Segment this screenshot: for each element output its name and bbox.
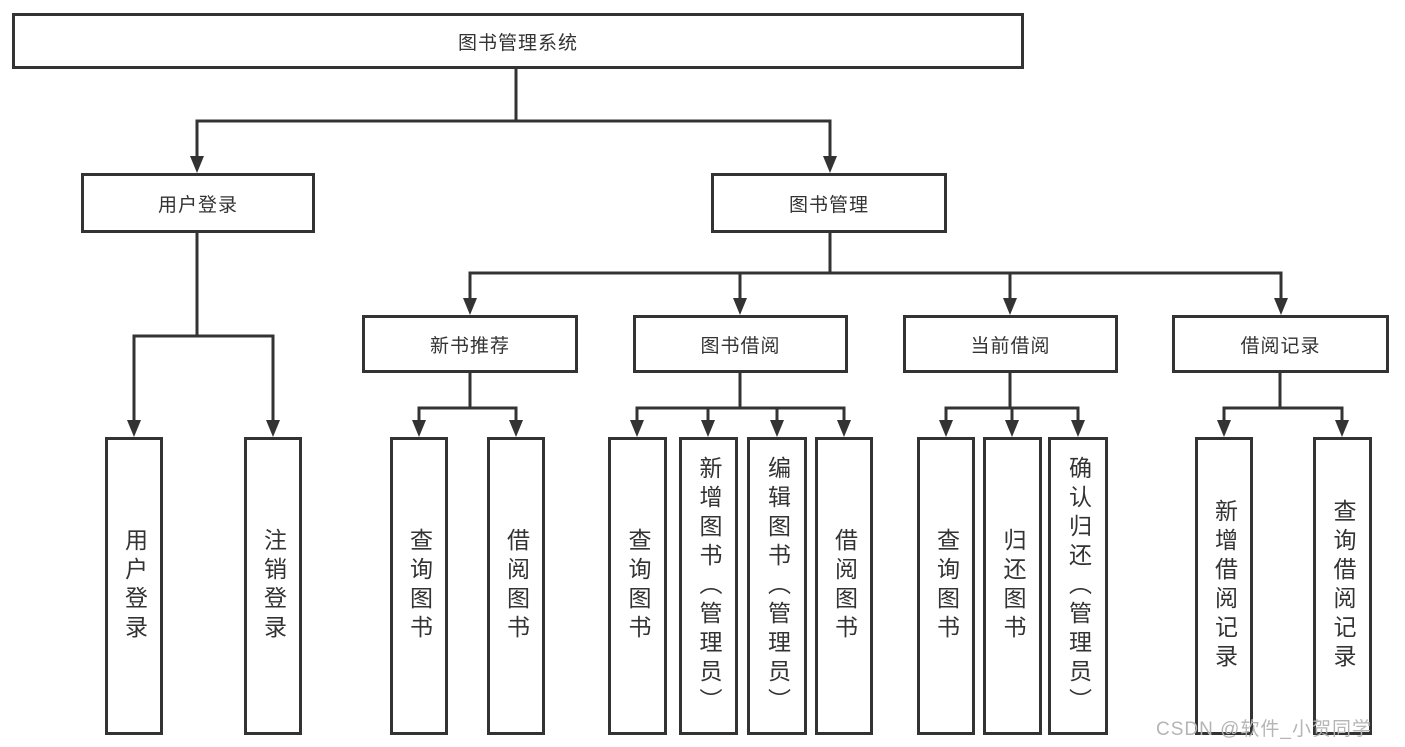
leaf-borrow-books: 借阅图书: [815, 437, 873, 735]
arrowheads: [127, 156, 1349, 437]
node-label: 新书推荐: [429, 335, 510, 357]
leaf-query-books-current: 查询图书: [917, 437, 975, 735]
leaf-user-login: 用户登录: [105, 437, 163, 735]
node-user-login: 用户登录: [81, 173, 315, 233]
leaf-label: 查询借阅记录: [1330, 499, 1356, 673]
node-book-management: 图书管理: [711, 173, 947, 233]
csdn-watermark: CSDN @软件_小贺同学: [1156, 719, 1372, 740]
node-label: 图书借阅: [700, 335, 781, 357]
leaf-label: 用户登录: [121, 528, 148, 644]
node-borrowing-records: 借阅记录: [1172, 315, 1389, 373]
node-library-management-system: 图书管理系统: [12, 13, 1024, 69]
leaf-label: 归还图书: [1000, 528, 1026, 644]
leaf-label: 编辑图书（管理员）: [764, 455, 791, 717]
leaf-label: 新增借阅记录: [1211, 499, 1238, 673]
leaf-query-borrow-record: 查询借阅记录: [1313, 437, 1372, 735]
leaf-edit-books-admin: 编辑图书（管理员）: [747, 437, 807, 735]
node-book-borrowing: 图书借阅: [633, 315, 848, 373]
leaf-return-books: 归还图书: [983, 437, 1042, 735]
leaf-label: 确认归还（管理员）: [1065, 455, 1092, 717]
node-label: 图书管理系统: [457, 32, 578, 54]
leaf-borrow-books-recommend: 借阅图书: [487, 437, 545, 735]
leaf-confirm-return-admin: 确认归还（管理员）: [1048, 437, 1108, 735]
leaf-label: 新增图书（管理员）: [696, 455, 722, 717]
leaf-query-books-borrow: 查询图书: [608, 437, 667, 735]
node-label: 图书管理: [788, 194, 869, 216]
leaf-add-borrow-record: 新增借阅记录: [1195, 437, 1253, 735]
leaf-logout: 注销登录: [244, 437, 302, 735]
leaf-label: 查询图书: [933, 528, 960, 644]
leaf-add-books-admin: 新增图书（管理员）: [679, 437, 738, 735]
leaf-label: 借阅图书: [503, 528, 530, 644]
leaf-label: 查询图书: [406, 528, 433, 644]
leaf-label: 注销登录: [260, 528, 287, 644]
node-label: 借阅记录: [1240, 335, 1321, 357]
leaf-label: 借阅图书: [831, 528, 858, 644]
leaf-query-books-recommend: 查询图书: [390, 437, 448, 735]
node-new-book-recommendation: 新书推荐: [362, 315, 578, 373]
node-current-borrowing: 当前借阅: [903, 315, 1118, 373]
node-label: 当前借阅: [970, 335, 1051, 357]
node-label: 用户登录: [157, 194, 238, 216]
leaf-label: 查询图书: [625, 528, 651, 644]
